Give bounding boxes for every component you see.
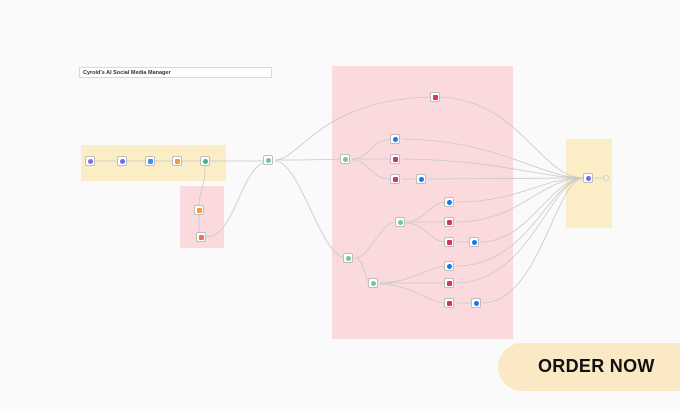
code-node[interactable] bbox=[172, 156, 182, 166]
facebook-node-4[interactable] bbox=[469, 237, 479, 247]
switch-icon bbox=[370, 280, 376, 286]
instagram-node-4[interactable] bbox=[444, 237, 454, 247]
switch-node-upper[interactable] bbox=[340, 154, 350, 164]
facebook-node-6[interactable] bbox=[471, 298, 481, 308]
switch-icon bbox=[397, 219, 403, 225]
code-icon bbox=[174, 158, 180, 164]
instagram-icon bbox=[432, 94, 438, 100]
instagram-node-5[interactable] bbox=[444, 278, 454, 288]
facebook-icon bbox=[471, 239, 477, 245]
code-node-2[interactable] bbox=[194, 205, 204, 215]
instagram-node-3[interactable] bbox=[444, 217, 454, 227]
facebook-icon bbox=[392, 136, 398, 142]
instagram-icon bbox=[446, 239, 452, 245]
switch-icon bbox=[342, 156, 348, 162]
output-node[interactable] bbox=[583, 173, 593, 183]
code-icon bbox=[196, 207, 202, 213]
facebook-node-5[interactable] bbox=[444, 261, 454, 271]
instagram-icon bbox=[446, 280, 452, 286]
instagram-node-top[interactable] bbox=[430, 92, 440, 102]
instagram-node-6[interactable] bbox=[444, 298, 454, 308]
merge-node[interactable] bbox=[196, 232, 206, 242]
instagram-node-1[interactable] bbox=[390, 154, 400, 164]
pencil-icon bbox=[147, 158, 153, 164]
workflow-title[interactable]: Cyrold's AI Social Media Manager bbox=[79, 67, 272, 78]
switch-icon bbox=[265, 157, 271, 163]
instagram-icon bbox=[446, 219, 452, 225]
facebook-node-3[interactable] bbox=[444, 197, 454, 207]
facebook-icon bbox=[446, 199, 452, 205]
instagram-icon bbox=[392, 156, 398, 162]
router-node[interactable] bbox=[263, 155, 273, 165]
edit-fields-node[interactable] bbox=[145, 156, 155, 166]
instagram-icon bbox=[446, 300, 452, 306]
order-now-label: ORDER NOW bbox=[538, 356, 655, 376]
facebook-icon bbox=[473, 300, 479, 306]
switch-icon bbox=[345, 255, 351, 261]
webhook-node[interactable] bbox=[200, 156, 210, 166]
ai-icon bbox=[119, 158, 125, 164]
facebook-node-1[interactable] bbox=[390, 134, 400, 144]
trigger-node[interactable] bbox=[85, 156, 95, 166]
instagram-node-2[interactable] bbox=[390, 174, 400, 184]
trigger-icon bbox=[87, 158, 93, 164]
facebook-icon bbox=[418, 176, 424, 182]
switch-node-lower[interactable] bbox=[343, 253, 353, 263]
ai-agent-node[interactable] bbox=[117, 156, 127, 166]
merge-icon bbox=[198, 234, 204, 240]
order-now-button[interactable]: ORDER NOW bbox=[498, 343, 680, 391]
sticky-note-publishing[interactable] bbox=[332, 66, 513, 339]
ai-icon bbox=[585, 175, 591, 181]
facebook-icon bbox=[446, 263, 452, 269]
facebook-node-2[interactable] bbox=[416, 174, 426, 184]
switch-node-mid[interactable] bbox=[395, 217, 405, 227]
instagram-icon bbox=[392, 176, 398, 182]
webhook-icon bbox=[202, 158, 208, 164]
switch-node-bottom[interactable] bbox=[368, 278, 378, 288]
